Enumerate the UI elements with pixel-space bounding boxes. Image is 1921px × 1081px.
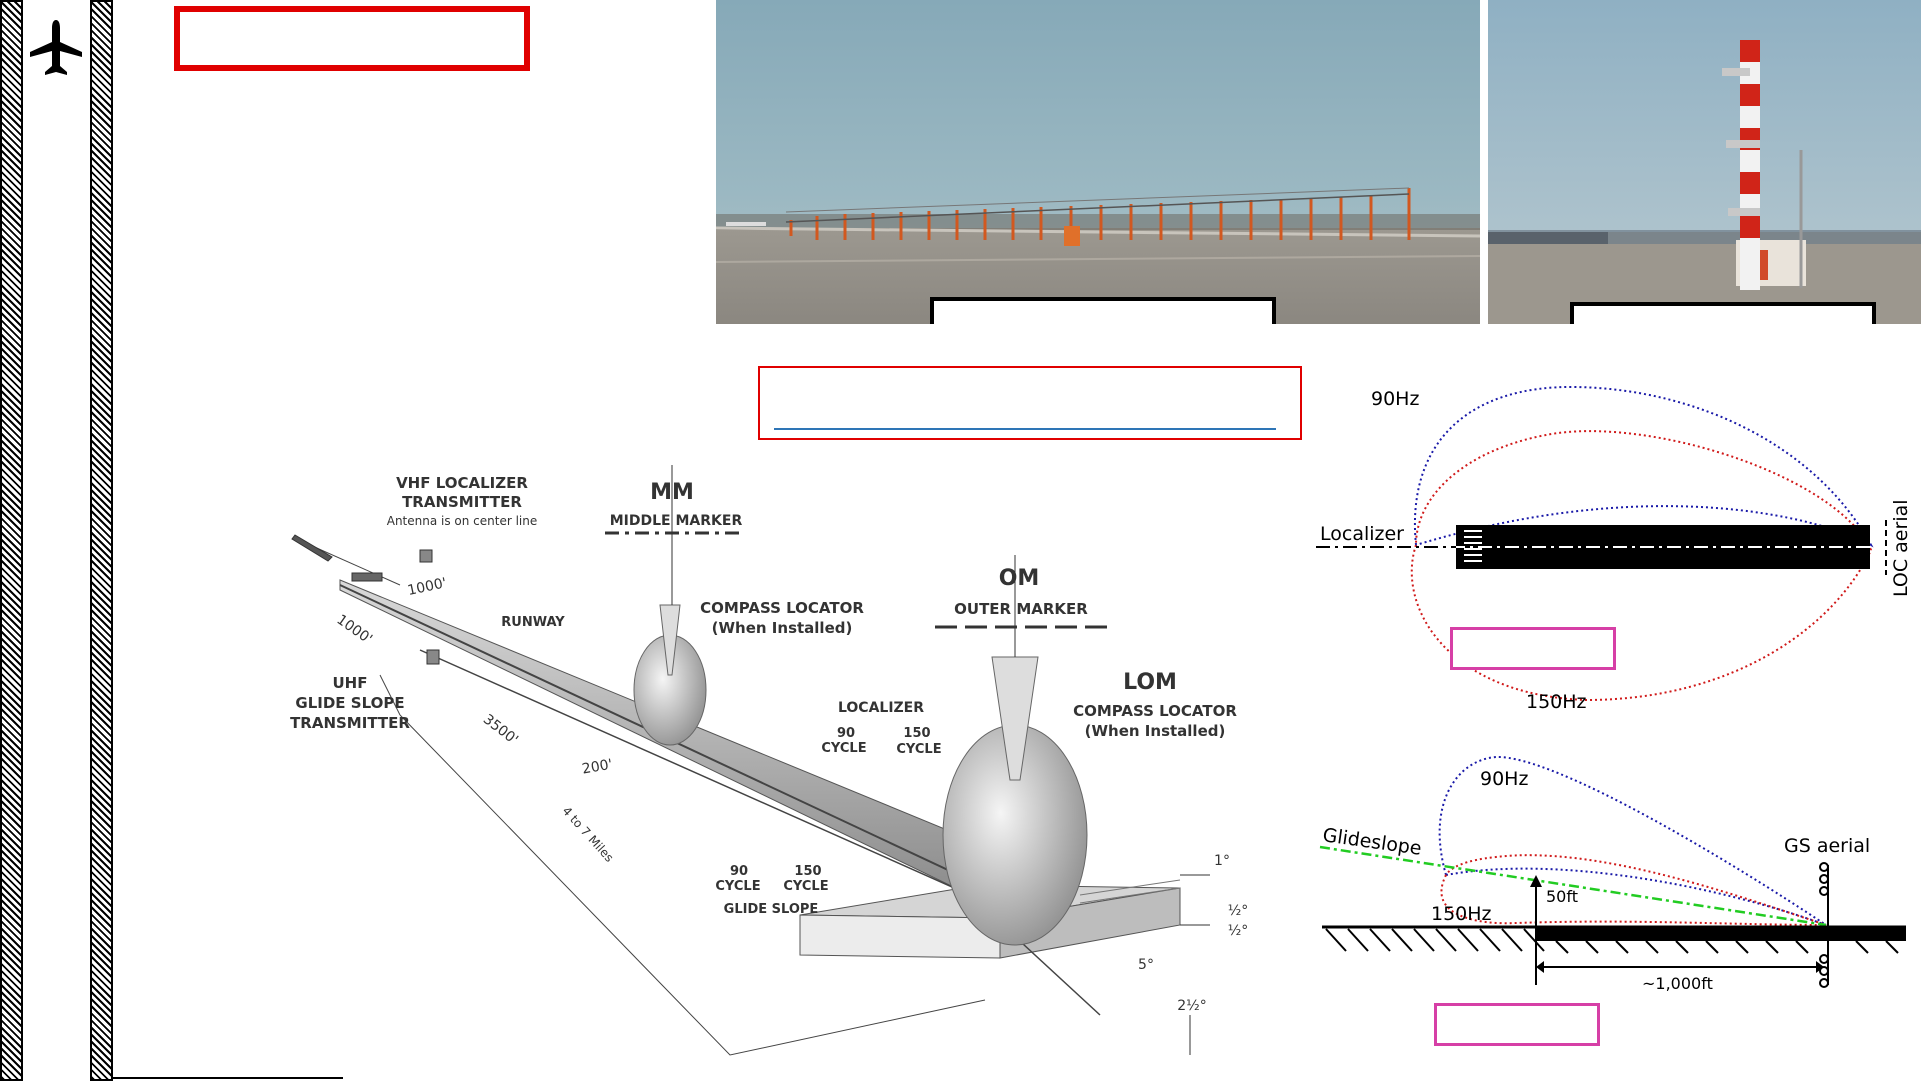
vhf-localizer-line1: VHF LOCALIZER (396, 474, 528, 492)
vhf-localizer-line3: Antenna is on center line (387, 514, 538, 528)
gs-glideslope-label: Glideslope (1321, 824, 1423, 860)
gs-150-cycle: CYCLE (783, 879, 828, 894)
uhf-line3: TRANSMITTER (290, 714, 410, 732)
sidebar-hatch-right (90, 0, 113, 1081)
gs-distance-label: ~1,000ft (1642, 974, 1713, 993)
loc-150-num: 150 (903, 726, 930, 741)
compass-locator-1-line1: COMPASS LOCATOR (700, 599, 864, 617)
glide-slope-label: GLIDE SLOPE (724, 902, 819, 917)
loc-label-box (1450, 627, 1616, 670)
center-text-box (758, 366, 1302, 440)
loc-150hz-label: 150Hz (1526, 691, 1587, 713)
dim-half1: ½° (1228, 903, 1249, 919)
glideslope-tower-photo (1488, 0, 1921, 324)
mm-label: MIDDLE MARKER (610, 513, 743, 529)
lom-line3: (When Installed) (1085, 722, 1226, 740)
dim-half2: ½° (1228, 923, 1249, 939)
om-label: OUTER MARKER (954, 600, 1088, 618)
uhf-line1: UHF (333, 674, 368, 692)
gs-aerial-label: GS aerial (1784, 835, 1870, 857)
loc-90hz-lobe (1413, 385, 1874, 548)
gs-90hz-label: 90Hz (1480, 768, 1528, 790)
dim-1000a: 1000' (406, 575, 448, 599)
lom-abbr: LOM (1123, 670, 1177, 695)
gs-150hz-lobe (1440, 854, 1827, 926)
localizer-label: LOCALIZER (838, 700, 924, 716)
loc-150-cycle: CYCLE (896, 742, 941, 757)
title-box (174, 6, 530, 71)
sidebar-hatch-left (0, 0, 23, 1081)
compass-locator-1-line2: (When Installed) (712, 619, 853, 637)
glideslope-pattern-diagram: 90Hz 150Hz Glideslope GS aerial 50ft ~1,… (1319, 755, 1906, 993)
uhf-line2: GLIDE SLOPE (295, 694, 404, 712)
glideslope-photo-caption (1570, 302, 1876, 324)
gs-90-num: 90 (730, 864, 748, 879)
loc-localizer-label: Localizer (1320, 523, 1404, 545)
gs-path-line (1319, 845, 1827, 927)
lom-line2: COMPASS LOCATOR (1073, 702, 1237, 720)
gs-150hz-label: 150Hz (1431, 903, 1492, 925)
dim-1000b: 1000' (334, 612, 376, 648)
loc-aerial-label: LOC aerial (1890, 499, 1912, 597)
ils-overview-diagram: VHF LOCALIZER TRANSMITTER Antenna is on … (290, 465, 1249, 1056)
localizer-pattern-diagram: 90Hz 150Hz Localizer LOC aerial (1316, 385, 1912, 713)
runway-label: RUNWAY (501, 615, 565, 630)
dim-3500: 3500' (480, 711, 521, 748)
vhf-localizer-line2: TRANSMITTER (402, 493, 522, 511)
gs-height-label: 50ft (1546, 887, 1578, 906)
loc-90hz-label: 90Hz (1371, 388, 1419, 410)
localizer-array-photo (716, 0, 1480, 324)
dim-1deg: 1° (1214, 853, 1230, 869)
airplane-icon (28, 18, 84, 78)
dim-2half: 2½° (1177, 998, 1206, 1014)
gs-90-cycle: CYCLE (715, 879, 760, 894)
bottom-rule (113, 1077, 343, 1079)
gs-label-box (1434, 1003, 1600, 1046)
loc-150hz-lobe (1410, 430, 1873, 702)
gs-150-num: 150 (794, 864, 821, 879)
om-abbr: OM (999, 566, 1040, 591)
center-underline (774, 428, 1276, 430)
loc-90-cycle: CYCLE (821, 741, 866, 756)
mm-abbr: MM (650, 480, 694, 505)
dim-200: 200' (581, 757, 614, 778)
loc-90-num: 90 (837, 726, 855, 741)
localizer-photo-caption (930, 297, 1276, 324)
dim-4to7: 4 to 7 Miles (560, 804, 617, 865)
gs-90hz-lobe (1438, 755, 1827, 926)
dim-5deg: 5° (1138, 957, 1154, 973)
